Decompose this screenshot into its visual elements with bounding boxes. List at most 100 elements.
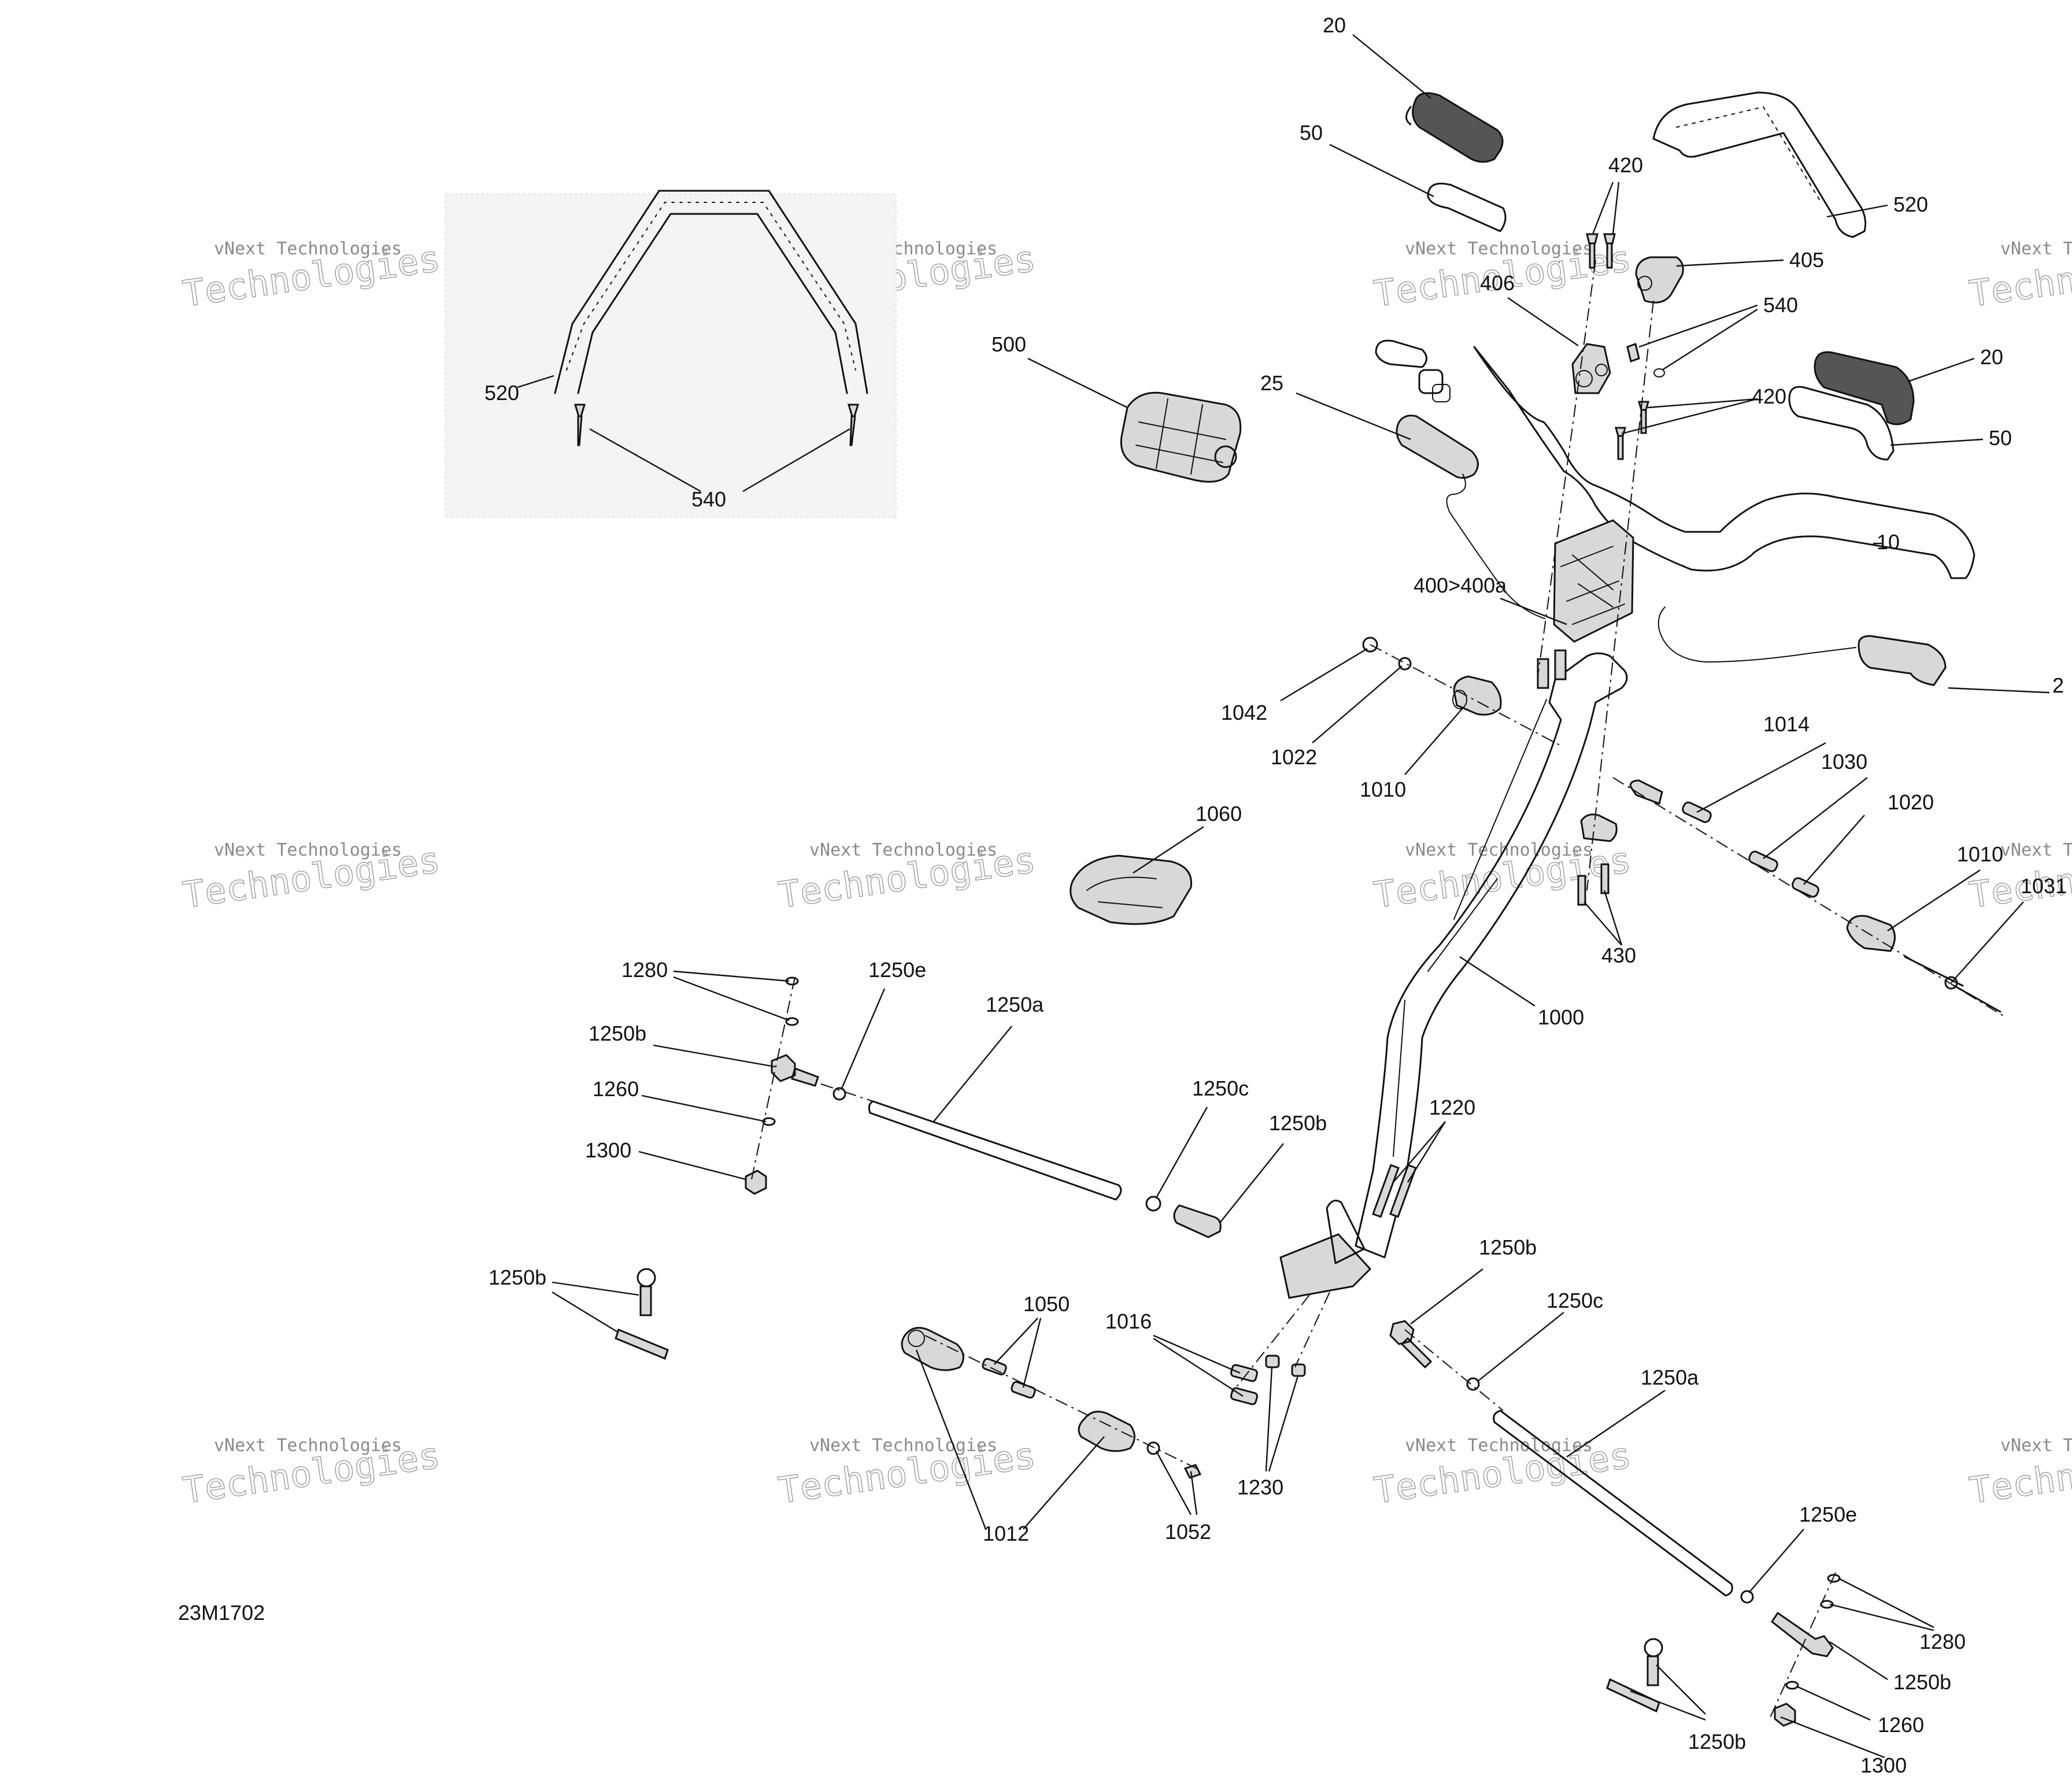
callout-label: 1250b <box>1269 1111 1327 1135</box>
callout-label: 20 <box>1323 13 1346 37</box>
callout-label: 1016 <box>1105 1309 1152 1333</box>
grip-sleeve-part <box>1375 339 1451 402</box>
callout-label: 1250a <box>986 993 1044 1016</box>
svg-text:vNext Technologies: vNext Technologies <box>2000 840 2072 860</box>
svg-text:vNext Technologies: vNext Technologies <box>1405 1435 1593 1456</box>
callout-label: 1250b <box>589 1022 646 1045</box>
callout-label: 420 <box>1608 153 1643 177</box>
callout-label: 1250e <box>868 958 926 982</box>
watermark: vNext Technologies Technologies <box>775 838 1038 917</box>
cover-part <box>1070 854 1193 925</box>
callout-label: 1250a <box>1641 1366 1699 1389</box>
handlebar-pad-part <box>1120 391 1242 483</box>
steering-shaft-part <box>1629 779 2001 1013</box>
heated-grip-part <box>1396 415 1545 619</box>
callout-labels: 20 50 420 520 405 406 540 20 420 50 10 2… <box>489 13 2067 1776</box>
watermark: vNext Technologies Technologies <box>1966 237 2072 316</box>
leader-lines <box>552 34 2050 1759</box>
watermark: vNext Technologies Technologies <box>1371 838 1634 917</box>
callout-label: 1010 <box>1360 778 1406 801</box>
assembly-axis <box>1612 777 2007 1018</box>
steering-column-part <box>1279 649 1628 1299</box>
grab-handle-part <box>1652 91 1867 238</box>
u-joint-part <box>901 1327 1202 1479</box>
watermark: vNext Technologies Technologies <box>180 838 443 917</box>
inset-detail: 520 540 <box>445 190 897 518</box>
callout-label: 540 <box>1763 293 1798 317</box>
callout-label: 1020 <box>1888 790 1934 814</box>
hand-grip-part <box>1814 351 1915 426</box>
nut-part <box>1362 637 1412 671</box>
riser-block-part <box>1553 519 1634 643</box>
ball-stud-part <box>615 1268 669 1360</box>
callout-label: 1250b <box>1893 1670 1951 1694</box>
callout-label: 500 <box>991 332 1026 356</box>
callout-label: 1300 <box>585 1138 631 1162</box>
callout-label: 1230 <box>1237 1475 1283 1499</box>
callout-label: 1030 <box>1821 750 1867 774</box>
inset-grab-handle-texture <box>566 202 856 371</box>
svg-text:vNext Technologies: vNext Technologies <box>214 840 402 860</box>
watermark: vNext Technologies Technologies <box>180 237 443 316</box>
callout-label: 1250e <box>1799 1503 1857 1526</box>
callout-label: 2 <box>2052 674 2064 697</box>
riser-part <box>1571 343 1611 394</box>
assembly-axis <box>751 976 796 1180</box>
callout-label: 1250b <box>1688 1730 1746 1753</box>
assembly-axis <box>1231 1294 1310 1394</box>
watermark: vNext Technologies Technologies <box>180 1434 443 1512</box>
assembly-axis <box>1586 300 1654 891</box>
watermark: vNext Technologies Technologies <box>775 1434 1038 1512</box>
callout-label: 1050 <box>1023 1292 1070 1316</box>
tie-rod-left <box>745 976 1222 1238</box>
callout-label: 1010 <box>1957 842 2003 866</box>
diagram-code: 23M1702 <box>178 1601 265 1625</box>
callout-label: 405 <box>1789 248 1824 272</box>
inset-grab-handle <box>554 190 868 394</box>
callout-label: 1052 <box>1165 1520 1211 1544</box>
callout-label: 420 <box>1752 384 1786 408</box>
inset-grab-handle-inner <box>577 213 848 394</box>
callout-label: 25 <box>1260 371 1283 395</box>
screw-part <box>1626 343 1665 378</box>
callout-label: 1250c <box>1546 1289 1603 1312</box>
svg-text:vNext Technologies: vNext Technologies <box>809 840 997 860</box>
svg-text:vNext Technologies: vNext Technologies <box>1405 840 1593 860</box>
callout-label: 1250b <box>1479 1235 1537 1259</box>
svg-text:vNext Technologies: vNext Technologies <box>2000 1435 2072 1456</box>
ball-stud-part <box>1606 1638 1663 1713</box>
main-assembly <box>615 91 2007 1727</box>
hand-grip-part <box>1405 92 1504 163</box>
callout-label: 1000 <box>1538 1005 1584 1029</box>
tie-rod-right <box>1389 1320 1841 1727</box>
callout-label: 406 <box>1480 271 1515 295</box>
callout-label: 1260 <box>593 1077 639 1101</box>
svg-text:vNext Technologies: vNext Technologies <box>1405 239 1593 259</box>
svg-text:vNext Technologies: vNext Technologies <box>214 239 402 259</box>
callout-label: 1280 <box>1919 1630 1966 1653</box>
callout-label: 1031 <box>2021 874 2067 898</box>
assembly-axis <box>1404 1329 1504 1411</box>
assembly-axis <box>1537 260 1596 677</box>
watermark: vNext Technologies Technologies <box>1371 1434 1634 1512</box>
assembly-axis <box>1370 644 1562 746</box>
grip-sleeve-part <box>1427 183 1507 232</box>
inset-stipple-background <box>445 193 897 518</box>
svg-text:vNext Technologies: vNext Technologies <box>809 1435 997 1456</box>
bearing-housing-part <box>1452 675 1502 716</box>
clamp-part <box>1635 256 1684 304</box>
callout-label: 1012 <box>983 1522 1029 1545</box>
bolt-part <box>1372 1164 1417 1218</box>
callout-label: 10 <box>1877 530 1900 554</box>
callout-label: 1014 <box>1763 712 1810 736</box>
callout-label: 1250c <box>1192 1076 1249 1100</box>
heated-grip-part <box>1657 606 1947 686</box>
callout-label: 1300 <box>1860 1753 1907 1776</box>
svg-text:vNext Technologies: vNext Technologies <box>214 1435 402 1456</box>
inset-screw <box>574 404 586 446</box>
callout-label: 1060 <box>1196 802 1242 826</box>
assembly-axis <box>1768 1572 1836 1720</box>
callout-label: 1250b <box>489 1266 546 1289</box>
inset-screw <box>847 404 860 446</box>
assembly-axis <box>1294 1292 1330 1368</box>
